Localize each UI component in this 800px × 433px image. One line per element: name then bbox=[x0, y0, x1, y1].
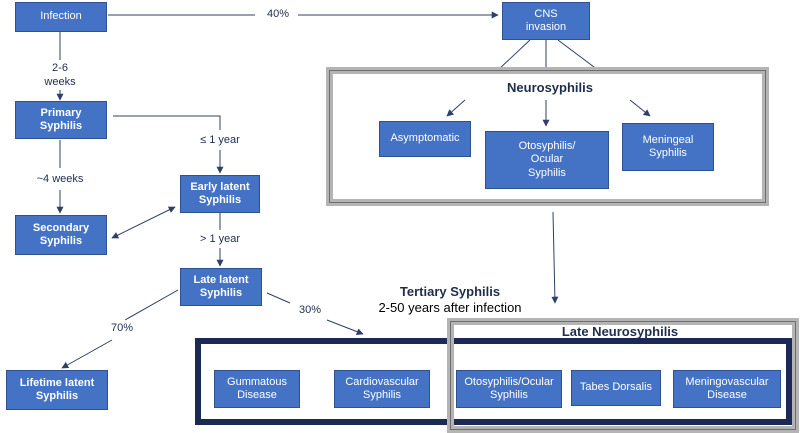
neurosyphilis-heading: Neurosyphilis bbox=[507, 80, 593, 95]
edge-label-40: 40% bbox=[266, 8, 290, 20]
late-latent-node: Late latent Syphilis bbox=[180, 268, 262, 306]
cns-invasion-node: CNS invasion bbox=[502, 2, 590, 40]
meningeal-node: Meningeal Syphilis bbox=[622, 123, 714, 171]
primary-syphilis-node: Primary Syphilis bbox=[15, 101, 107, 139]
cardiovascular-node: Cardiovascular Syphilis bbox=[334, 370, 430, 408]
gummatous-node: Gummatous Disease bbox=[214, 370, 300, 408]
edge-label-2-6-weeks: 2-6 weeks bbox=[44, 62, 76, 88]
secondary-syphilis-node: Secondary Syphilis bbox=[15, 215, 107, 255]
arrow-early-latent-secondary bbox=[111, 206, 176, 239]
late-otosyphilis-node: Otosyphilis/Ocular Syphilis bbox=[456, 370, 562, 408]
tertiary-subtitle: 2-50 years after infection bbox=[378, 300, 522, 315]
edge-label-4-weeks: ~4 weeks bbox=[36, 173, 84, 185]
arrow-neuro-late bbox=[551, 211, 559, 304]
edge-label-70: 70% bbox=[110, 322, 134, 334]
edge-label-le-1-year: ≤ 1 year bbox=[200, 134, 240, 146]
arrow-neuro-asymptomatic bbox=[446, 99, 466, 117]
meningovascular-node: Meningovascular Disease bbox=[673, 370, 781, 408]
tertiary-frame bbox=[195, 338, 792, 425]
arrow-late-lifetime bbox=[124, 289, 179, 321]
edge-label-30: 30% bbox=[298, 304, 322, 316]
otosyphilis-node: Otosyphilis/ Ocular Syphilis bbox=[485, 131, 609, 189]
arrow-neuro-meningeal bbox=[629, 99, 651, 117]
tertiary-title: Tertiary Syphilis bbox=[399, 284, 501, 299]
early-latent-node: Early latent Syphilis bbox=[180, 175, 260, 213]
infection-node: Infection bbox=[15, 2, 107, 32]
lifetime-latent-node: Lifetime latent Syphilis bbox=[6, 370, 108, 410]
arrow-primary-early-latent bbox=[113, 115, 221, 130]
arrow-late-tertiary bbox=[266, 292, 291, 304]
late-neurosyphilis-heading: Late Neurosyphilis bbox=[561, 324, 679, 339]
asymptomatic-node: Asymptomatic bbox=[379, 121, 471, 157]
tabes-dorsalis-node: Tabes Dorsalis bbox=[571, 370, 661, 406]
neurosyphilis-frame bbox=[326, 67, 769, 206]
edge-label-gt-1-year: > 1 year bbox=[199, 233, 241, 245]
line-cns-frame-a bbox=[497, 39, 531, 71]
late-neurosyphilis-frame bbox=[447, 318, 799, 433]
